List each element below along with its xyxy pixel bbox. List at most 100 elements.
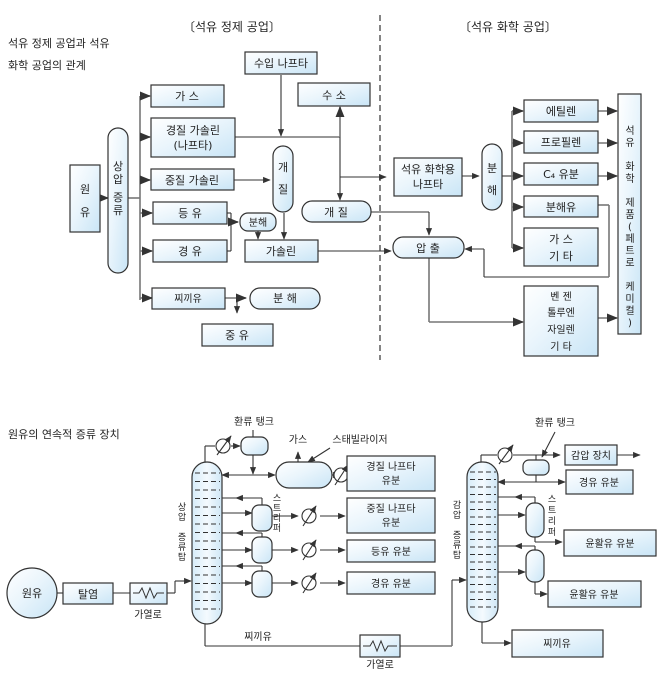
heater-1-label: 가열로 [134, 609, 162, 621]
heavy-gasoline-label: 중질 가솔린 [165, 174, 219, 187]
heavy-gasoline-box [150, 168, 235, 191]
atm-distill-char: 상 [113, 160, 123, 173]
cracking-label: 분 해 [273, 291, 297, 305]
stripper-char: 스 [273, 493, 281, 504]
petrochem-products-char: 학 [625, 173, 634, 185]
petrochem-products-char: 케 [625, 281, 634, 293]
condenser-arrow [302, 572, 317, 594]
refining-petrochem-relation: 석유 정제 공업과 석유 화학 공업의 관계 〔석유 정제 공업〕 〔석유 화학… [8, 15, 642, 360]
vac-tower-trays [470, 471, 496, 608]
gas-etc-box [523, 227, 599, 267]
btx-label: 톨루엔 [547, 307, 575, 319]
atm-tower-char: 탑 [178, 551, 186, 563]
top-connectors [97, 75, 619, 327]
petrochem-products-char: 트 [625, 246, 634, 257]
stabilizer-vessel [275, 461, 333, 489]
vac-stripper-char: 퍼 [548, 527, 556, 538]
lube-fraction-box-1 [563, 529, 657, 557]
gasoil-fraction-box-2 [565, 469, 634, 495]
kerosene-fraction-label: 등유 유분 [371, 546, 411, 558]
petrochem-naphtha-box [393, 157, 463, 197]
vac-residue-label: 찌끼유 [543, 638, 571, 650]
extraction-label: 압 출 [416, 242, 440, 255]
light-oil-box [152, 239, 228, 263]
gas-etc-label: 가 스 [549, 233, 573, 246]
reflux-tank-1-label: 환류 탱크 [234, 416, 274, 428]
vac-tower-char: 류 [453, 540, 461, 551]
atm-distill-char: 증 [113, 191, 123, 204]
light-gasoline-sublabel: (나프타) [174, 139, 213, 152]
cracked-oil-label: 분해유 [546, 200, 576, 214]
reflux-tank-1 [240, 436, 269, 456]
petrochem-products-box [617, 93, 642, 335]
continuous-distillation-unit: 원유의 연속적 증류 장치 [6, 416, 657, 671]
petrochem-naphtha-sublabel: 나프타 [413, 178, 443, 191]
petrochem-products-char: ) [628, 318, 632, 329]
atm-tower-trays [195, 472, 220, 610]
vac-residue-box [511, 629, 604, 658]
ethylene-box [523, 99, 599, 123]
stripper-char: 퍼 [273, 523, 281, 534]
gasoil-fraction-box-1 [346, 571, 436, 595]
light-naphtha-box [346, 455, 436, 492]
petrochem-products-char: 컬 [625, 304, 634, 317]
gasoil-fraction-label-2: 경유 유분 [579, 476, 619, 489]
ethylene-label: 에틸렌 [546, 105, 576, 118]
cracking-node [249, 287, 321, 310]
atm-tower-char: 상 [178, 502, 186, 513]
stabilizer-label: 스태빌라이저 [332, 434, 387, 446]
btx-label: 자일렌 [547, 324, 575, 336]
cracked-oil-box [523, 195, 599, 218]
desalting-box [62, 582, 114, 605]
vac-stripper-char: 리 [548, 516, 556, 527]
condenser-arrow [334, 464, 349, 486]
vacuum-device-label: 감압 장치 [571, 449, 611, 462]
petrochem-products-char: 석 [625, 125, 634, 137]
extraction-node [392, 236, 465, 259]
heater-coil-icon [363, 639, 397, 653]
vac-stripper-char: 스 [548, 494, 556, 505]
lube-fraction-label-2: 윤활유 유분 [569, 588, 618, 601]
petrochem-products-char: 품 [625, 209, 634, 221]
stripper-1 [251, 504, 273, 532]
vac-tower-char: 감 [453, 499, 461, 511]
condensers [301, 464, 349, 594]
petrochem-products-char: 미 [625, 293, 634, 305]
crude-oil-box [69, 164, 101, 233]
lube-fraction-label-1: 윤활유 유분 [585, 537, 634, 550]
imported-naphtha-box [244, 51, 318, 75]
light-oil-label: 경 유 [178, 245, 202, 258]
light-gasoline-label: 경질 가솔린 [166, 124, 220, 137]
atm-distill-char: 압 [113, 173, 123, 186]
stripper-3 [251, 570, 273, 598]
gas-box [150, 84, 225, 108]
petrochem-naphtha-label: 석유 화학용 [401, 163, 455, 176]
heater-2-label: 가열로 [366, 659, 394, 671]
desalting-label: 탈염 [78, 588, 98, 601]
condenser-arrow [302, 539, 317, 561]
petrochem-products-char: 로 [625, 258, 634, 269]
stripper-char: 트 [273, 504, 281, 514]
stripper-char: 리 [273, 513, 281, 524]
gasoil-fraction-label-1: 경유 유분 [371, 577, 411, 590]
vac-tower-char: 압 [453, 509, 461, 521]
heater-2 [359, 634, 401, 658]
lube-fraction-box-2 [547, 580, 642, 608]
reflux-tank-2-label: 환류 탱크 [535, 417, 575, 429]
vac-stripper-1 [525, 502, 545, 538]
propylene-label: 프로필렌 [541, 136, 581, 149]
atm-tower-char: 증 [178, 532, 186, 543]
crude-oil-tank [6, 567, 58, 619]
propylene-box [523, 130, 599, 154]
bottom-title: 원유의 연속적 증류 장치 [8, 428, 120, 441]
reforming-node-label: 개 질 [324, 206, 348, 219]
gas-label: 가스 [289, 434, 307, 446]
section-petrochem-label: 〔석유 화학 공업〕 [459, 20, 557, 34]
top-title-line2: 화학 공업의 관계 [8, 59, 86, 72]
atmospheric-distillation-tower [191, 461, 223, 625]
top-title-line1: 석유 정제 공업과 석유 [8, 37, 110, 50]
cracking-char: 분 [487, 162, 497, 175]
